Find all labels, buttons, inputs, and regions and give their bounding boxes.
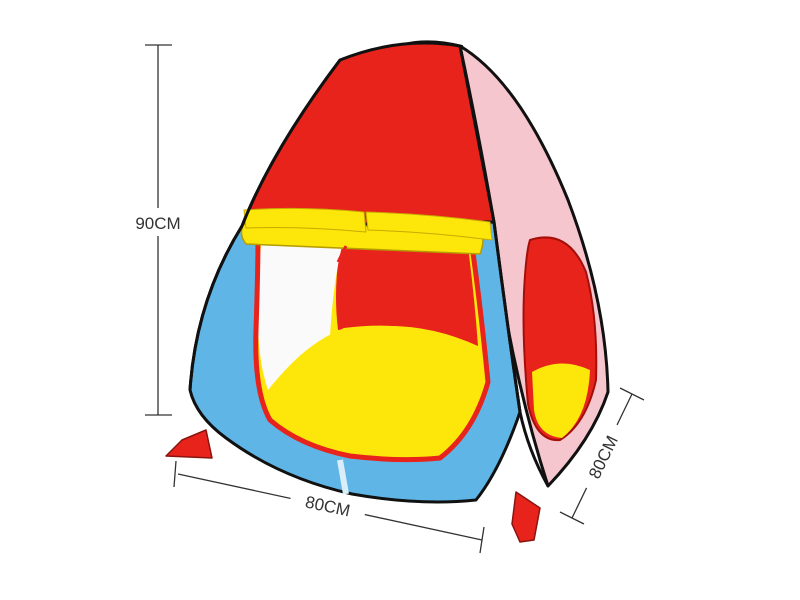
depth-label-bg	[575, 419, 631, 495]
tent-pole-front-right	[458, 45, 550, 487]
tent-pole-front-left	[188, 59, 342, 391]
width-label-bg	[288, 484, 368, 526]
tent	[165, 40, 610, 543]
depth-dimension-cap-bottom	[559, 511, 585, 525]
height-label-bg	[120, 208, 200, 236]
tent-stake-tab-left	[165, 429, 213, 459]
tent-interior-floor	[268, 325, 481, 453]
tent-flap-top-left	[243, 207, 367, 233]
tent-interior-side-wall	[258, 232, 346, 390]
tent-flap-top-right	[365, 211, 493, 241]
depth-dimension-cap-top	[619, 387, 645, 401]
tent-flap-tie	[336, 245, 348, 263]
tent-stake-tab-right	[511, 491, 541, 543]
width-dimension-cap-left	[173, 460, 177, 488]
width-dimension-cap-right	[479, 526, 485, 554]
tent-roof-red	[240, 41, 496, 228]
height-label: 90CM	[135, 214, 180, 233]
tent-interior-back-wall	[336, 230, 478, 346]
tent-doorway-trim	[253, 229, 491, 463]
tent-door-zipper	[337, 459, 349, 495]
tent-side-window-floor	[532, 363, 590, 438]
